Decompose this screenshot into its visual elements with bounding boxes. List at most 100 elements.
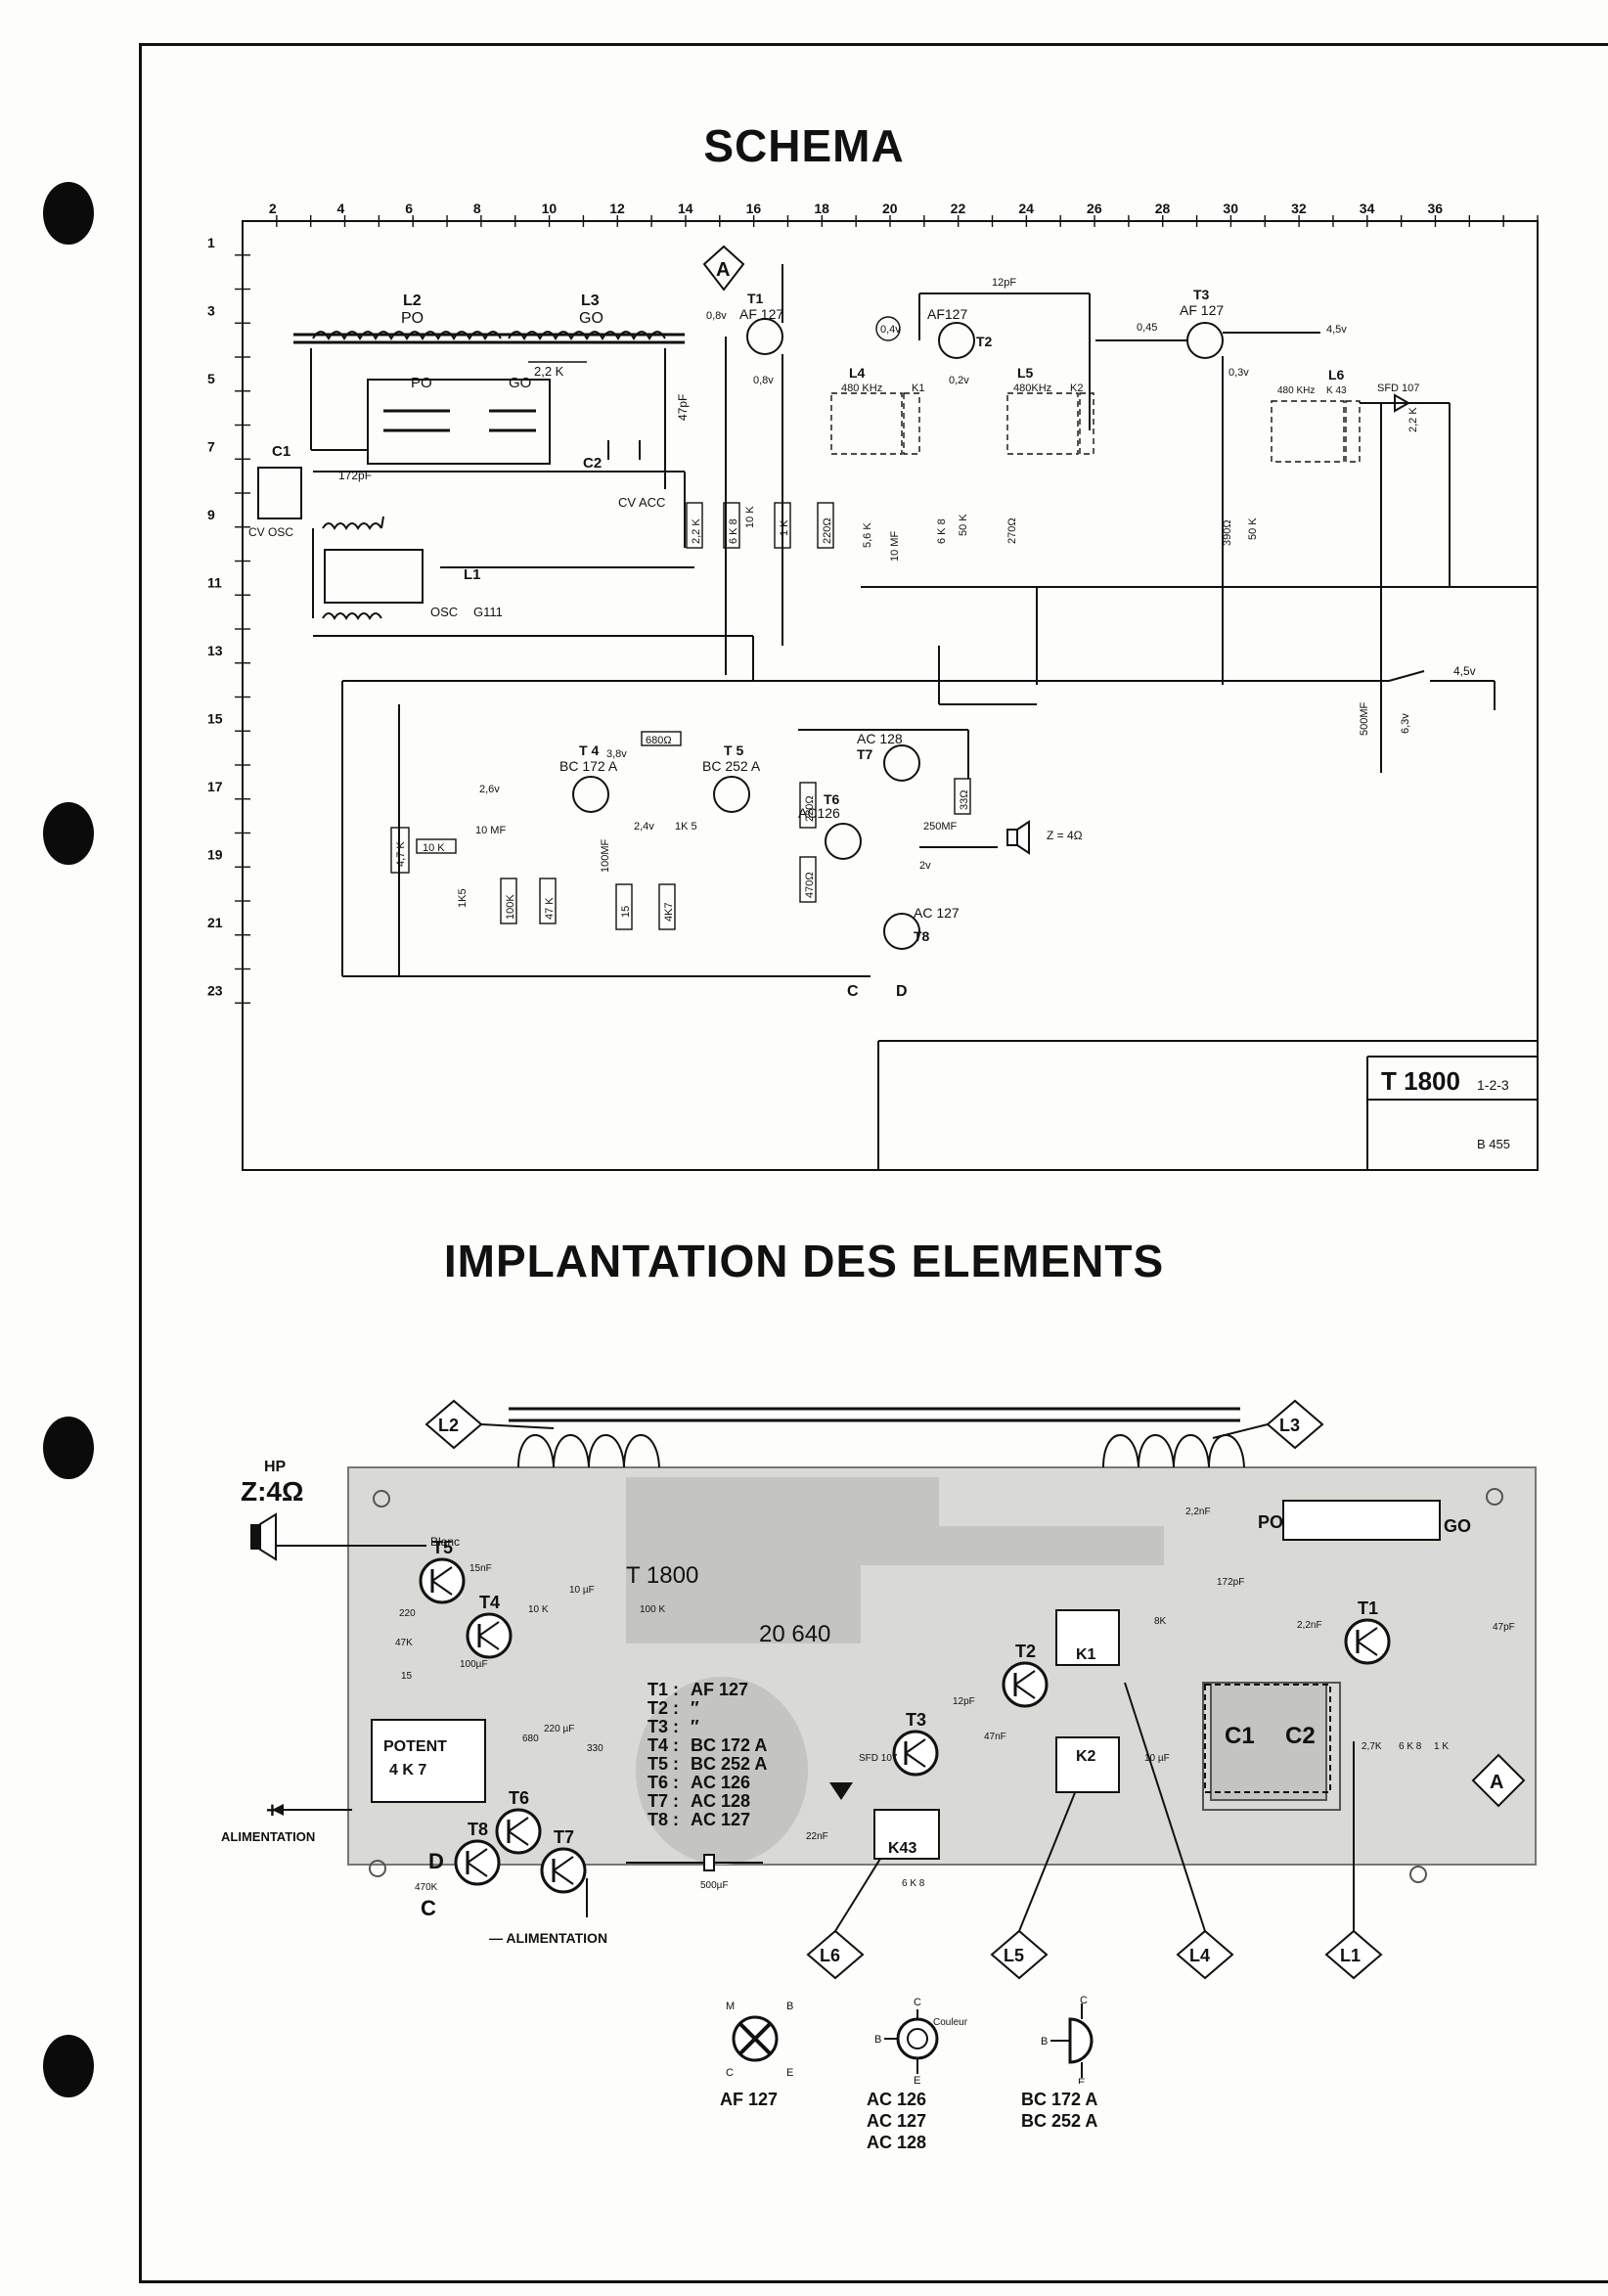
svg-text:15: 15	[401, 1671, 413, 1682]
ref-code: B 455	[1477, 1137, 1510, 1151]
supply-label: 4,5v	[1453, 664, 1476, 678]
l4-can	[830, 392, 903, 455]
label-l3: L3	[581, 293, 600, 309]
transistor-type: AC 126	[691, 1773, 751, 1792]
r-2k2: 2,2 K	[534, 364, 564, 379]
c-250mf: 250MF	[923, 821, 958, 833]
c-1k5: 1K5	[457, 888, 469, 908]
ruler-top-label: 28	[1155, 201, 1171, 216]
t8-symbol	[883, 913, 920, 950]
ruler-left-label: 9	[207, 507, 215, 522]
callout-l2: L2	[424, 1399, 555, 1450]
r-270-label: 270Ω	[1006, 518, 1018, 544]
osc-coil-block	[324, 549, 424, 604]
transistor-type: ″	[691, 1698, 699, 1718]
implantation-title: IMPLANTATION DES ELEMENTS	[443, 1236, 1165, 1286]
transistor-list-row: T2 : ″	[648, 1699, 767, 1718]
board-k43	[873, 1809, 940, 1860]
l6-freq: 480 KHz	[1277, 385, 1315, 396]
svg-text:L4: L4	[1189, 1946, 1210, 1965]
pinout-type: BC 252 A	[1021, 2111, 1098, 2131]
punch-hole	[43, 802, 94, 865]
board-transistor: T4	[466, 1593, 513, 1659]
k2-label: K2	[1070, 383, 1083, 394]
t1-symbol	[746, 318, 783, 355]
transistor-list-row: T7 :AC 128	[648, 1792, 767, 1811]
transistor-ref: T2 :	[648, 1698, 680, 1718]
board-transistor-label: T4	[479, 1593, 500, 1612]
board-point-d: D	[428, 1849, 444, 1873]
punch-hole	[43, 182, 94, 245]
v-t2-emit: 0,2v	[949, 375, 969, 386]
ruler-top-label: 20	[882, 201, 898, 216]
svg-text:K1: K1	[1076, 1646, 1096, 1663]
v-t3-emit: 0,3v	[1228, 367, 1249, 379]
wave-switch	[367, 379, 551, 465]
board-transistor: T1	[1344, 1598, 1391, 1665]
v-t4-base: 2,6v	[479, 784, 500, 795]
board-c2: C2	[1285, 1723, 1316, 1749]
svg-text:1 K: 1 K	[1434, 1741, 1449, 1752]
pinout-type: AC 126	[867, 2090, 927, 2109]
svg-text:A: A	[1490, 1772, 1503, 1793]
board-transistor-label: T8	[468, 1820, 488, 1839]
svg-text:500µF: 500µF	[700, 1880, 729, 1891]
osc-ref: G111	[473, 605, 503, 619]
board-coil-l2	[517, 1434, 660, 1468]
coil-l3	[508, 331, 666, 341]
switch-go: GO	[509, 375, 531, 391]
r-220k-label: 220Ω	[804, 795, 816, 822]
svg-text:470K: 470K	[415, 1882, 438, 1893]
t7-label: T7	[857, 746, 873, 762]
transistor-list-row: T8 :AC 127	[648, 1811, 767, 1829]
v-t2-base: 0,4v	[880, 324, 901, 336]
r-1k-label: 1 K	[779, 519, 790, 536]
pinout-type: AC 127	[867, 2111, 927, 2131]
ref-variant: 1-2-3	[1477, 1077, 1509, 1093]
t7-symbol	[883, 744, 920, 782]
pinout-types: AF 127	[704, 2089, 831, 2110]
svg-text:PO: PO	[1258, 1512, 1283, 1532]
alim-neg: — ALIMENTATION	[489, 1930, 607, 1946]
ruler-top-label: 4	[337, 201, 345, 216]
t2-symbol	[938, 322, 975, 359]
ruler-top-label: 34	[1360, 201, 1375, 216]
r-4k7b-label: 4K7	[663, 902, 675, 922]
page-frame	[139, 43, 1608, 2283]
ruler-left-label: 17	[207, 779, 223, 794]
board-tuning-caps	[1204, 1684, 1331, 1793]
svg-text:100µF: 100µF	[460, 1659, 488, 1670]
r-2k2c-label: 2,2 K	[1407, 407, 1419, 432]
svg-text:47pF: 47pF	[1493, 1622, 1515, 1633]
hp-impedance: Z:4Ω	[241, 1476, 303, 1507]
svg-text:172pF: 172pF	[1217, 1577, 1244, 1588]
v-t4-coll: 3,8v	[606, 748, 627, 760]
potentiometer	[371, 1719, 486, 1803]
t1-label: T1	[747, 291, 764, 306]
v-output: 2v	[919, 860, 931, 872]
svg-text:L6: L6	[820, 1946, 840, 1965]
svg-text:C: C	[1080, 1996, 1088, 2006]
transistor-list-row: T5 :BC 252 A	[648, 1755, 767, 1774]
l1-label: L1	[464, 566, 481, 583]
board-code: 20 640	[759, 1621, 830, 1647]
svg-text:E: E	[786, 2067, 793, 2079]
ruler-left-label: 3	[207, 302, 215, 318]
ruler-left-label: 21	[207, 915, 223, 930]
c-10mf-b: 10 MF	[475, 825, 506, 836]
svg-text:L3: L3	[1279, 1416, 1300, 1435]
board-k2	[1055, 1736, 1120, 1793]
svg-text:47K: 47K	[395, 1638, 413, 1648]
transistor-type: BC 252 A	[691, 1754, 768, 1774]
ruler-left-label: 13	[207, 643, 223, 658]
r-15-label: 15	[620, 906, 632, 918]
board-transistor-label: T1	[1358, 1598, 1378, 1618]
svg-text:E: E	[914, 2075, 920, 2084]
transistor-type: ″	[691, 1717, 699, 1736]
ruler-top-label: 32	[1291, 201, 1307, 216]
switch-po: PO	[411, 375, 432, 391]
ruler-top-label: 6	[405, 201, 413, 216]
